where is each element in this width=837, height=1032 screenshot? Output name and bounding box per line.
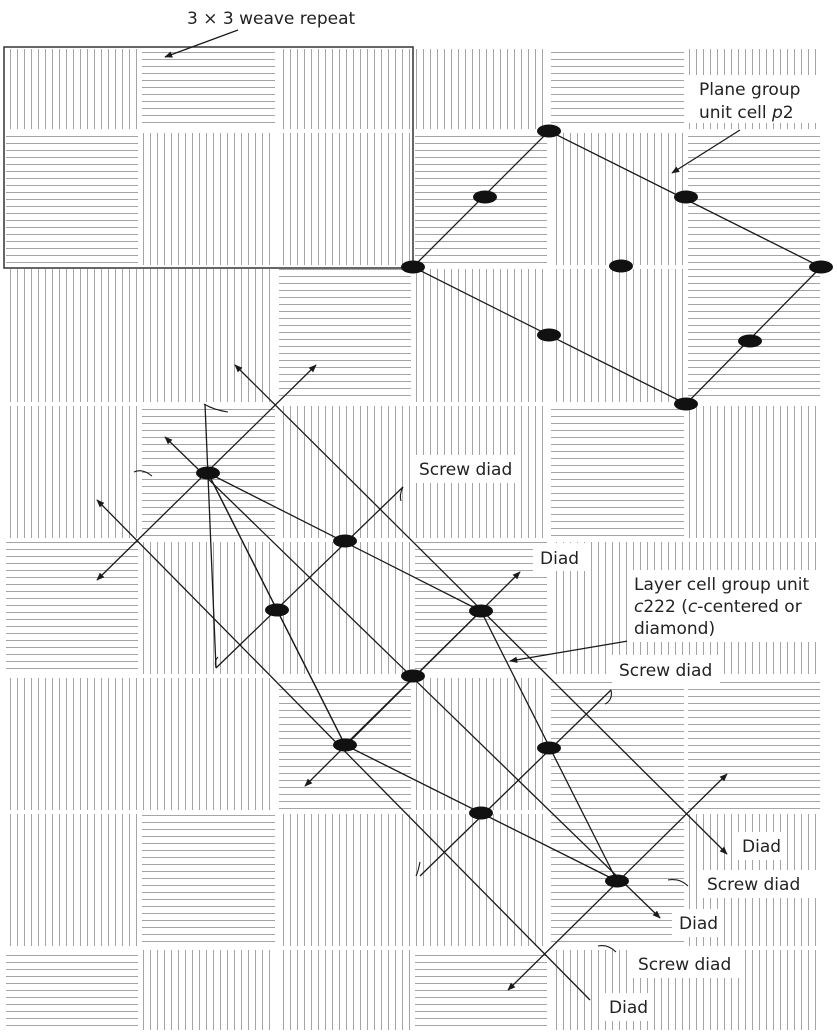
weave-tile xyxy=(415,814,547,946)
labels: 3 × 3 weave repeat Plane group unit cell… xyxy=(187,9,830,1021)
weave-tile xyxy=(6,406,138,538)
weave-tile xyxy=(551,406,684,538)
weave-tile xyxy=(551,133,684,265)
weave-tile xyxy=(6,950,138,1030)
weave-tile xyxy=(142,269,275,402)
weave-tile xyxy=(6,814,138,946)
screw-diad-axis xyxy=(215,486,404,669)
plane-group-leader xyxy=(671,129,741,174)
weave-tile xyxy=(6,678,138,810)
screw-diad-label-2: Screw diad xyxy=(619,661,712,681)
screw-diad-axis xyxy=(419,689,612,877)
symmetry-points xyxy=(196,124,833,888)
weave-repeat-box xyxy=(3,46,414,269)
weave-tile xyxy=(551,49,684,129)
plane-group-label-line1: Plane group xyxy=(699,80,800,100)
weave-tile xyxy=(688,678,820,810)
weave-tile xyxy=(688,133,820,265)
screw-diad-hooks xyxy=(133,403,689,953)
screw-diad-label-3: Screw diad xyxy=(707,875,800,895)
weave-tile xyxy=(6,49,138,129)
diad-label-2: Diad xyxy=(742,837,781,857)
weave-tile xyxy=(415,269,547,402)
weave-tile xyxy=(6,542,138,674)
weave-tile xyxy=(6,269,138,402)
weave-tile xyxy=(279,49,411,129)
weave-repeat-leader xyxy=(164,29,239,58)
leader-arrows xyxy=(164,29,741,663)
weave-repeat-label: 3 × 3 weave repeat xyxy=(187,9,356,29)
weave-tile xyxy=(688,406,820,538)
weave-tile xyxy=(415,950,547,1030)
weave-tile xyxy=(279,814,411,946)
layer-cell-leader xyxy=(509,640,629,663)
weave-tile xyxy=(142,678,275,810)
weave-tile xyxy=(142,950,275,1030)
screw-diad-label-4: Screw diad xyxy=(638,955,731,975)
screw-diad-label-1: Screw diad xyxy=(419,460,512,480)
weave-tile xyxy=(279,950,411,1030)
diad-label-1: Diad xyxy=(540,549,579,569)
layer-cell-label-line3: diamond) xyxy=(634,619,715,639)
weave-tile xyxy=(6,133,138,265)
layer-cell-label-line1: Layer cell group unit xyxy=(634,575,810,595)
weave-tile xyxy=(279,133,411,265)
diad-label-4: Diad xyxy=(609,998,648,1018)
weave-tile xyxy=(551,269,684,402)
plane-group-label-line2: unit cell p2 xyxy=(699,103,794,123)
weave-tile xyxy=(142,814,275,946)
weave-tile xyxy=(142,133,275,265)
diad-label-3: Diad xyxy=(679,914,718,934)
layer-cell-label-line2: c222 (c-centered or xyxy=(634,597,802,617)
weave-tile xyxy=(415,49,547,129)
weave-tile xyxy=(142,49,275,129)
weave-tile xyxy=(142,542,275,674)
